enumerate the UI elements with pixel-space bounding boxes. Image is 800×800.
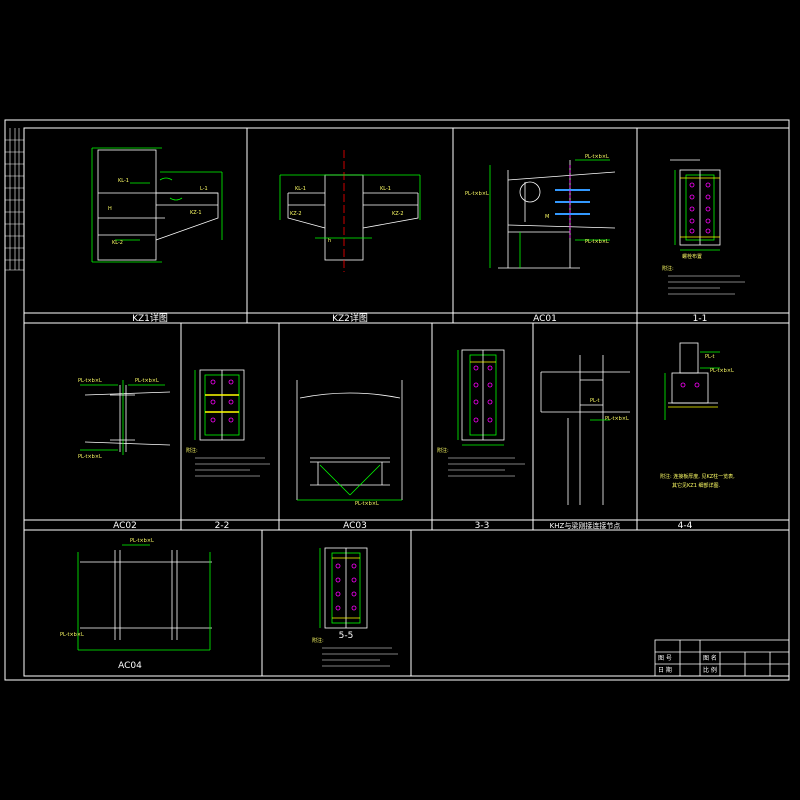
panel-title-1-1: 1-1 [693, 314, 708, 324]
title-block [654, 639, 790, 677]
svg-text:PL-t×b×L: PL-t×b×L [710, 368, 734, 374]
panel-ac01-drawing: PL-t×b×L PL-t×b×L PL-t×b×L M [465, 154, 616, 269]
svg-text:KL-1: KL-1 [380, 186, 391, 192]
svg-text:PL-t×b×L: PL-t×b×L [355, 501, 379, 507]
svg-text:PL-t×b×L: PL-t×b×L [135, 378, 159, 384]
svg-text:M: M [545, 214, 549, 220]
svg-text:PL-t×b×L: PL-t×b×L [585, 239, 609, 245]
panel-title-khz: KHZ与梁刚接连接节点 [550, 521, 621, 530]
sheet-border-inner [23, 127, 790, 677]
tb-cell-3: 日 期 [658, 666, 672, 674]
svg-text:L-1: L-1 [200, 186, 208, 192]
p12-note-lines [322, 647, 398, 667]
svg-text:PL-t×b×L: PL-t×b×L [465, 191, 489, 197]
panel-title-3-3: 3-3 [475, 521, 490, 531]
svg-text:PL-t: PL-t [590, 398, 600, 404]
p12-note-heading: 附注: [312, 637, 324, 644]
p8-note-lines [448, 457, 525, 477]
p4-note-heading: 附注: [662, 265, 674, 272]
panel-2-2-drawing [194, 369, 245, 441]
panel-title-4-4: 4-4 [678, 521, 693, 531]
svg-text:PL-t×b×L: PL-t×b×L [585, 154, 609, 160]
svg-text:KL-1: KL-1 [295, 186, 306, 192]
svg-text:PL-t×b×L: PL-t×b×L [60, 632, 84, 638]
p4-sub-label: 螺栓布置 [682, 253, 702, 260]
panel-title-5-5: 5-5 [339, 631, 354, 641]
svg-text:PL-t×b×L: PL-t×b×L [130, 538, 154, 544]
panel-title-ac04: AC04 [118, 661, 142, 671]
panel-kz1-drawing: KL-1 KL-2 L-1 KZ-1 H [91, 147, 223, 263]
panel-4-4-drawing: PL-t PL-t×b×L [664, 342, 734, 420]
svg-text:KL-2: KL-2 [112, 240, 123, 246]
panel-title-kz2: KZ2详图 [332, 312, 368, 324]
svg-text:PL-t×b×L: PL-t×b×L [78, 378, 102, 384]
panel-khz-drawing: PL-t PL-t×b×L [540, 355, 630, 505]
p10-note-2: 其它见KZ1 细部详图. [672, 482, 720, 489]
tb-cell-4: 比 例 [703, 666, 717, 674]
svg-text:KZ-2: KZ-2 [290, 211, 302, 217]
p4-note-lines [668, 275, 745, 295]
panel-ac02-drawing: PL-t×b×L PL-t×b×L PL-t×b×L [78, 378, 171, 460]
p8-note-heading: 附注: [437, 447, 449, 454]
panel-title-kz1: KZ1详图 [132, 312, 168, 324]
p6-note-heading: 附注: [186, 447, 198, 454]
svg-text:KZ-2: KZ-2 [392, 211, 404, 217]
p6-note-lines [195, 457, 270, 477]
svg-text:KZ-1: KZ-1 [190, 210, 202, 216]
panel-5-5-drawing [319, 547, 368, 629]
tb-cell-1: 图 号 [658, 655, 672, 662]
tb-cell-2: 图 名 [703, 654, 717, 662]
panel-ac04-drawing: PL-t×b×L PL-t×b×L [60, 538, 212, 651]
panel-1-1-drawing [670, 159, 721, 251]
panel-3-3-drawing [457, 349, 505, 446]
svg-text:h: h [328, 238, 331, 244]
panel-title-ac03: AC03 [343, 521, 367, 531]
panel-title-2-2: 2-2 [215, 521, 230, 531]
svg-text:KL-1: KL-1 [118, 178, 129, 184]
panel-title-ac01: AC01 [533, 314, 557, 324]
p10-note-1: 附注: 连接板厚度, 见KZ柱一览表, [660, 473, 735, 480]
binding-strip [5, 128, 24, 271]
panel-ac03-drawing: PL-t×b×L [296, 380, 403, 507]
panel-title-ac02: AC02 [113, 521, 137, 531]
panel-kz2-drawing: KL-1 KL-1 KZ-2 KZ-2 h [279, 150, 421, 272]
panel-grid [24, 128, 789, 676]
svg-text:H: H [108, 206, 112, 212]
svg-text:PL-t×b×L: PL-t×b×L [78, 454, 102, 460]
svg-text:PL-t: PL-t [705, 354, 715, 360]
svg-text:PL-t×b×L: PL-t×b×L [605, 416, 629, 422]
